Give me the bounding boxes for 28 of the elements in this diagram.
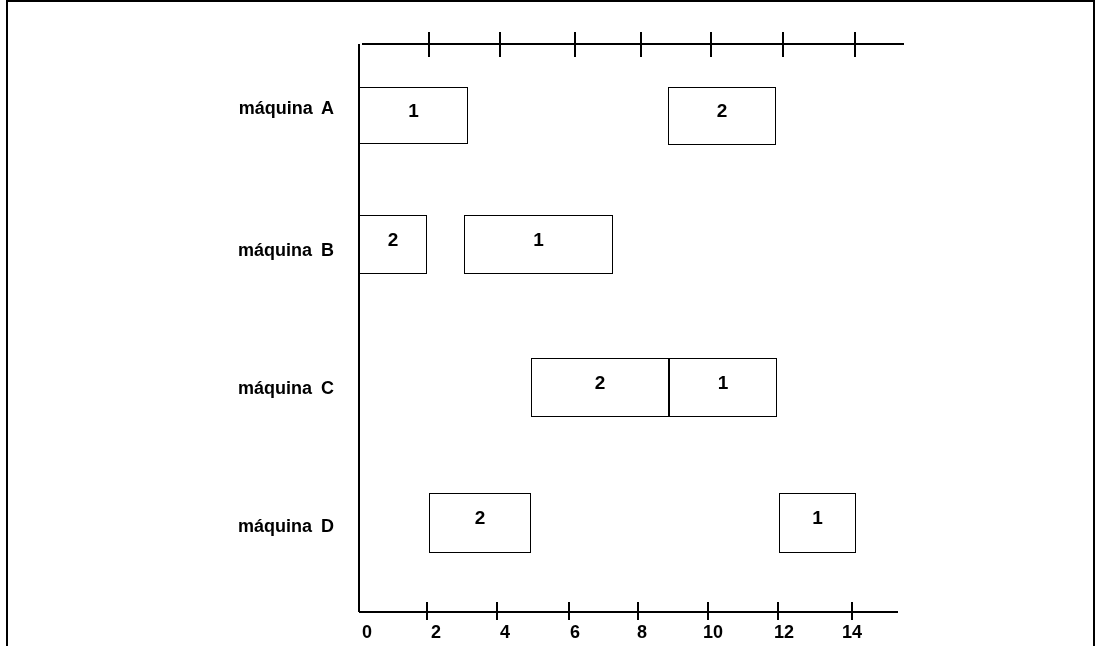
machine-label: máquina B xyxy=(237,240,334,261)
job-number: 2 xyxy=(474,507,486,529)
job-number: 1 xyxy=(812,507,823,529)
task-bar xyxy=(669,358,777,417)
task-bar xyxy=(779,493,856,553)
tick-label: 10 xyxy=(702,622,724,643)
tick-label: 14 xyxy=(841,622,863,643)
job-number: 1 xyxy=(533,228,544,251)
tick-label: 8 xyxy=(636,622,648,643)
tick-label: 6 xyxy=(569,622,581,643)
task-bar xyxy=(359,215,427,274)
job-number: 2 xyxy=(387,228,399,251)
tick-label: 12 xyxy=(773,622,795,643)
task-bar xyxy=(359,87,468,144)
machine-label: máquina C xyxy=(237,378,334,399)
task-bar xyxy=(429,493,531,553)
job-number: 2 xyxy=(716,100,728,122)
job-number: 1 xyxy=(717,371,729,394)
tick-label: 0 xyxy=(361,622,373,643)
job-number: 2 xyxy=(594,371,606,394)
job-number: 1 xyxy=(408,99,419,122)
task-bar xyxy=(668,87,776,145)
machine-label: máquina D xyxy=(237,516,334,537)
machine-label: máquina A xyxy=(237,98,334,119)
tick-label: 2 xyxy=(430,622,442,643)
task-bar xyxy=(531,358,669,417)
task-bar xyxy=(464,215,613,274)
tick-label: 4 xyxy=(499,622,511,643)
